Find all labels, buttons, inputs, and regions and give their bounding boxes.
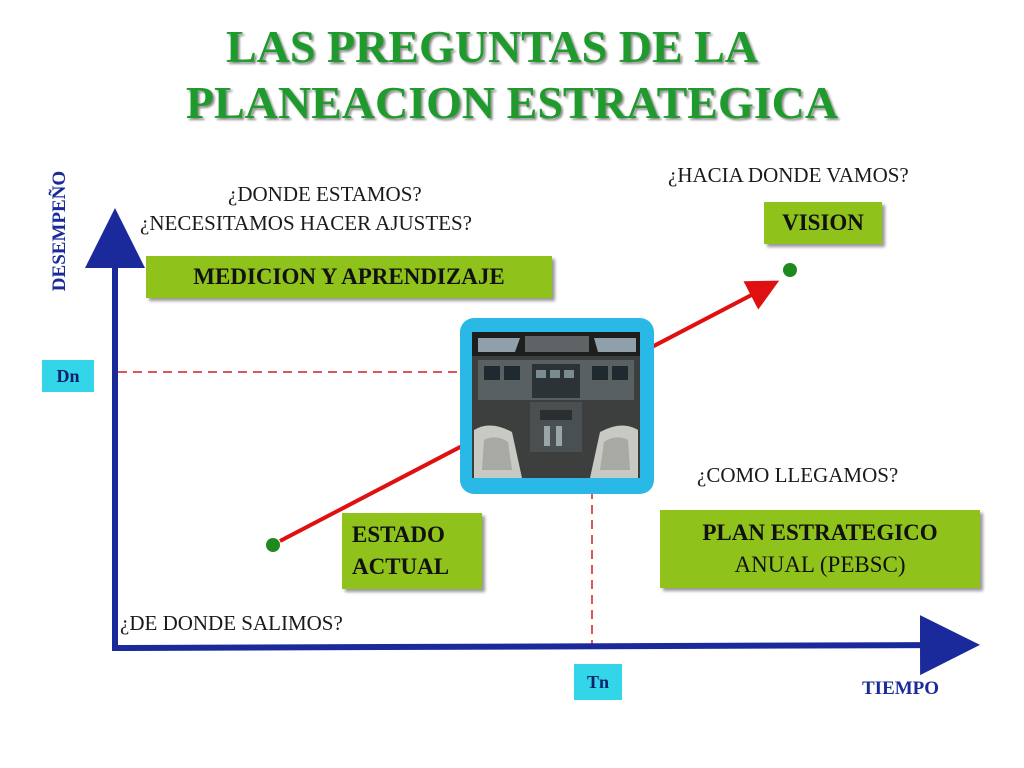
question-where-are-we: ¿DONDE ESTAMOS?	[228, 182, 422, 206]
title-line-2: PLANEACION ESTRATEGICA	[185, 77, 839, 128]
current-state-line-2: ACTUAL	[352, 554, 450, 579]
plan-line-2: ANUAL (PEBSC)	[734, 552, 906, 577]
x-axis-label: TIEMPO	[862, 678, 940, 699]
dn-marker: Dn	[42, 360, 94, 392]
question-where-from: ¿DE DONDE SALIMOS?	[120, 611, 343, 635]
x-axis	[111, 615, 980, 676]
plan-box: PLAN ESTRATEGICO ANUAL (PEBSC)	[660, 510, 980, 588]
tn-marker: Tn	[574, 664, 622, 700]
current-state-line-1: ESTADO	[352, 522, 445, 547]
title-line-1: LAS PREGUNTAS DE LA	[225, 21, 759, 72]
y-axis-label: DESEMPEÑO	[49, 170, 70, 292]
vision-point	[783, 263, 797, 277]
question-where-going: ¿HACIA DONDE VAMOS?	[668, 163, 909, 187]
measurement-box: MEDICION Y APRENDIZAJE	[146, 256, 552, 298]
question-how-get-there: ¿COMO LLEGAMOS?	[697, 463, 899, 487]
question-adjustments: ¿NECESITAMOS HACER AJUSTES?	[140, 211, 473, 235]
cockpit-image	[460, 318, 654, 494]
current-state-box: ESTADO ACTUAL	[342, 513, 482, 589]
plan-line-1: PLAN ESTRATEGICO	[702, 520, 938, 545]
start-point	[266, 538, 280, 552]
vision-box: VISION	[764, 202, 882, 244]
